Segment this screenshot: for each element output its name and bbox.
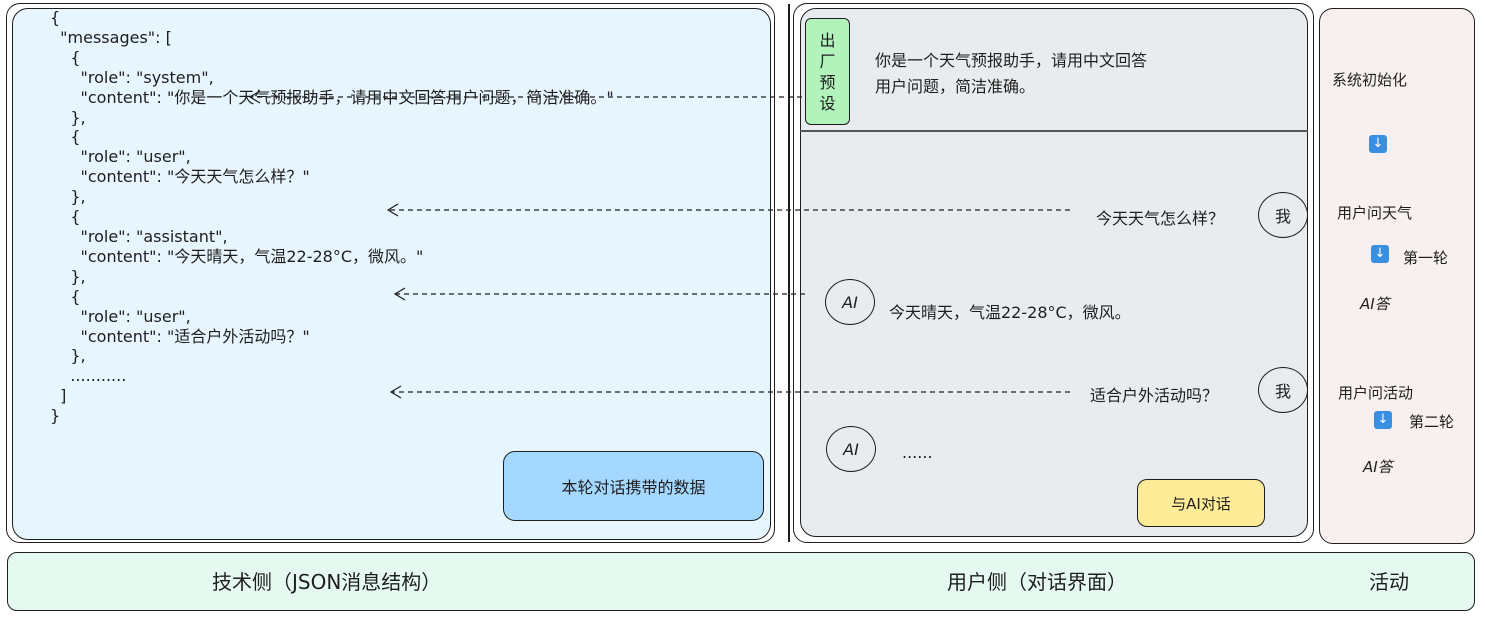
system-prompt-text: 你是一个天气预报助手，请用中文回答 用户问题，简洁准确。 [875,51,1148,96]
technical-side-label: 技术侧（JSON消息结构） [212,570,442,594]
ai-avatar-label: AI [842,292,858,312]
arrow-down-icon: ↓ [1374,411,1392,429]
user-frame [793,3,1314,543]
ai-avatar-label: AI [843,439,859,459]
chat-divider [800,130,1308,132]
chat-with-ai-label: 与AI对话 [1171,494,1231,513]
user-avatar: 我 [1258,192,1308,238]
chat-panel [800,8,1308,537]
activity-round-one: 第一轮 [1403,249,1449,267]
activity-ask-weather: 用户问天气 [1337,204,1413,222]
user-avatar-label: 我 [1274,382,1291,401]
ai-avatar: AI [825,279,875,325]
arrow-down-icon: ↓ [1371,245,1389,263]
chat-message-user-1: 今天天气怎么样？ [1096,209,1225,228]
factory-preset-tag: 出 厂 预 设 [805,18,850,125]
activity-round-two: 第二轮 [1409,413,1455,431]
activity-panel [1319,8,1475,544]
arrow-down-icon: ↓ [1369,135,1387,153]
json-data-badge: 本轮对话携带的数据 [503,451,764,521]
activity-label: 活动 [1369,570,1409,594]
chat-message-ai-pending: ...... [902,443,933,462]
user-avatar-label: 我 [1274,207,1291,226]
activity-system-init: 系统初始化 [1332,71,1408,89]
json-code-block: { "messages": [ { "role": "system", "con… [50,8,614,426]
user-side-label: 用户侧（对话界面） [947,570,1127,594]
factory-preset-label: 出 厂 预 设 [819,30,836,113]
chat-with-ai-button[interactable]: 与AI对话 [1137,479,1265,527]
json-data-badge-label: 本轮对话携带的数据 [561,478,706,497]
user-avatar: 我 [1258,367,1308,413]
activity-ai-answer-1: AI答 [1360,295,1390,313]
ai-avatar: AI [826,426,876,472]
chat-message-user-2: 适合户外活动吗？ [1090,386,1219,405]
activity-ai-answer-2: AI答 [1363,458,1393,476]
technical-frame [6,3,775,543]
bottom-label-bar [7,552,1475,611]
chat-message-ai-1: 今天晴天，气温22-28°C，微风。 [889,303,1131,322]
activity-ask-activity: 用户问活动 [1338,384,1414,402]
vertical-divider [788,4,790,542]
